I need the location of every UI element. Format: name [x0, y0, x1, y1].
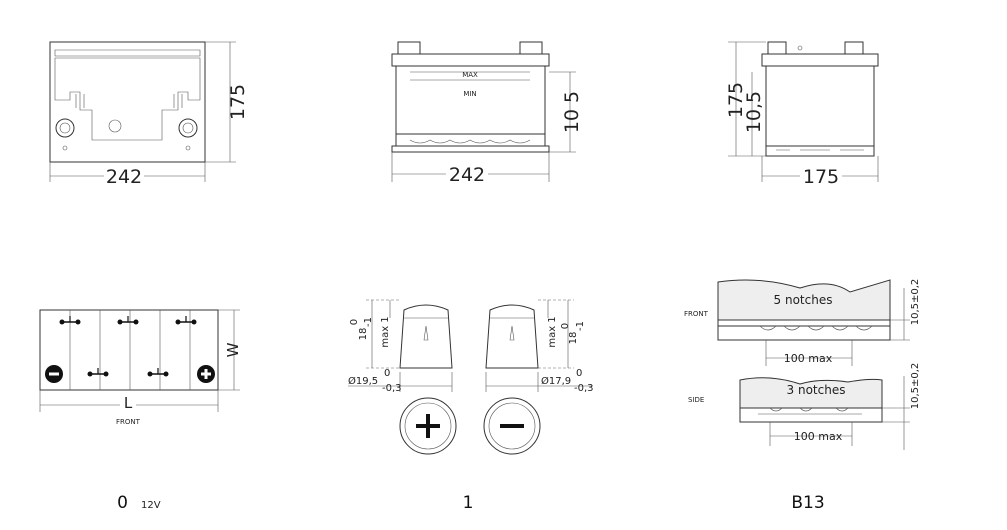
negative-diameter-main: Ø17,9 [541, 375, 571, 387]
layout-outline [39, 309, 219, 391]
negative-max: max 1 [547, 316, 558, 347]
side-body [765, 65, 875, 147]
top-view: 175 242 [49, 41, 249, 188]
top-width-dimension: 242 [106, 166, 142, 188]
side-width-dimension: 175 [803, 166, 839, 188]
positive-diameter-sub: -0,3 [382, 383, 402, 394]
negative-post-side [485, 304, 539, 369]
negative-height-main: 18 [568, 332, 579, 345]
vent-circle [108, 119, 122, 133]
side-height-dimension-2: 10,5 [743, 91, 765, 133]
positive-height-main: 18 [358, 328, 369, 341]
max-level-label: MAX [462, 71, 478, 79]
side-base [765, 145, 875, 157]
negative-height-sub: -1 [575, 321, 586, 331]
negative-diameter-sub: -0,3 [574, 383, 594, 394]
front-ledge-profile [717, 279, 891, 321]
side-lid [761, 53, 879, 67]
width-label: W [224, 342, 242, 357]
top-depth-dimension: 175 [227, 84, 249, 120]
holddown-caption: B13 [791, 493, 824, 513]
negative-height-top: 0 [560, 323, 571, 329]
terminal-circle-right [178, 118, 198, 138]
positive-height-top: 0 [349, 319, 360, 325]
terminal-caption: 1 [463, 493, 474, 513]
hold-down-diagram: 5 notches FRONT 100 max 10,5±0,2 3 notch… [684, 279, 921, 513]
handle-outline [54, 57, 201, 141]
layout-front-label: FRONT [116, 418, 141, 426]
front-max-label: 100 max [784, 352, 833, 365]
holddown-front-label: FRONT [684, 310, 709, 318]
side-max-label: 100 max [794, 430, 843, 443]
terminal-layout-diagram: W L FRONT 0 12V [39, 309, 242, 513]
front-tolerance-label: 10,5±0,2 [910, 279, 921, 326]
negative-terminal-top [483, 397, 541, 455]
side-ledge-profile [739, 377, 883, 409]
positive-post-side [399, 304, 453, 369]
front-width-dimension: 242 [449, 164, 485, 186]
positive-diameter-top: 0 [384, 368, 390, 379]
positive-max: max 1 [380, 316, 391, 347]
front-view: MAX MIN 10 5 242 [391, 41, 583, 186]
side-view: 175 10,5 175 [725, 41, 879, 188]
terminal-circle-left [55, 118, 75, 138]
side-height-dimension: 175 [725, 82, 747, 118]
terminal-dimensions-diagram: 18 0 -1 max 1 Ø19,5 0 -0,3 max 1 18 0 -1… [348, 299, 594, 513]
positive-height-sub: -1 [363, 317, 374, 327]
negative-diameter-top: 0 [576, 368, 582, 379]
side-notches-label: 3 notches [787, 383, 846, 397]
layout-caption-number: 0 [117, 493, 128, 513]
side-tolerance-label: 10,5±0,2 [910, 363, 921, 410]
positive-terminal-top [399, 397, 457, 455]
front-notches-label: 5 notches [774, 293, 833, 307]
layout-caption-voltage: 12V [141, 500, 161, 511]
front-lid [391, 53, 550, 67]
front-base [391, 145, 550, 153]
min-level-label: MIN [463, 90, 476, 98]
top-view-outline [49, 41, 206, 163]
holddown-side-label: SIDE [688, 396, 704, 404]
length-label: L [124, 394, 133, 412]
front-height-dimension: 10 5 [561, 91, 583, 133]
positive-diameter-main: Ø19,5 [348, 375, 378, 387]
